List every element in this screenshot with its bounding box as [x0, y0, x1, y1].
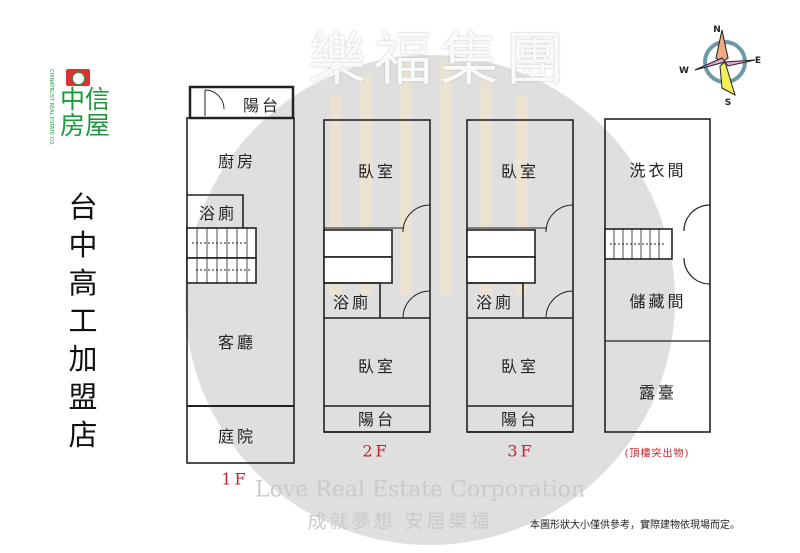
room-bedroom-3f-a: 臥室	[500, 162, 540, 181]
logo: CHINATRUST REAL ESTATE CO. 中信房屋	[48, 67, 130, 182]
room-bathroom-3f: 浴廁	[475, 293, 515, 312]
floor-1f-outline	[186, 85, 295, 464]
logo-brand: 中信房屋	[60, 85, 111, 140]
room-courtyard-1f: 庭院	[217, 427, 257, 446]
compass-e: E	[754, 56, 762, 66]
watermark-slogan: 成就夢想 安居樂福	[307, 510, 493, 533]
watermark-english: Love Real Estate Corporation	[254, 477, 586, 503]
room-bathroom-2f: 浴廁	[332, 293, 372, 312]
room-bathroom-1f: 浴廁	[198, 204, 238, 223]
room-balcony-2f: 陽台	[357, 410, 397, 429]
compass-n: N	[713, 25, 721, 35]
floor-2f-outline	[323, 119, 431, 433]
room-living-1f: 客廳	[217, 333, 257, 352]
room-terrace-roof: 露臺	[638, 383, 678, 402]
watermark-title: 樂福集團	[307, 25, 573, 93]
logo-english: CHINATRUST REAL ESTATE CO.	[48, 69, 54, 146]
room-bedroom-2f-a: 臥室	[357, 162, 397, 181]
floor-label-3f: 3F	[507, 441, 535, 461]
compass-w: W	[679, 66, 689, 76]
store-name: 台中高工加盟店	[68, 190, 98, 452]
logo-emblem-icon	[66, 69, 90, 86]
compass-s: S	[724, 98, 732, 108]
floor-roof-outline	[604, 118, 711, 433]
floor-3f-outline	[466, 119, 574, 433]
floor-label-2f: 2F	[362, 441, 390, 461]
room-bedroom-3f-b: 臥室	[500, 357, 540, 376]
floor-label-1f: 1F	[221, 469, 249, 489]
room-kitchen-1f: 廚房	[217, 152, 257, 171]
room-storage-roof: 儲藏間	[629, 292, 687, 311]
room-balcony-1f: 陽台	[242, 96, 282, 115]
compass-rose-icon	[694, 29, 756, 97]
disclaimer: 本圖形狀大小僅供參考，實際建物依現場而定。	[530, 520, 740, 531]
room-laundry-roof: 洗衣間	[629, 161, 687, 180]
room-balcony-3f: 陽台	[500, 410, 540, 429]
room-bedroom-2f-b: 臥室	[357, 357, 397, 376]
floor-label-roof: (頂樓突出物)	[624, 448, 690, 460]
